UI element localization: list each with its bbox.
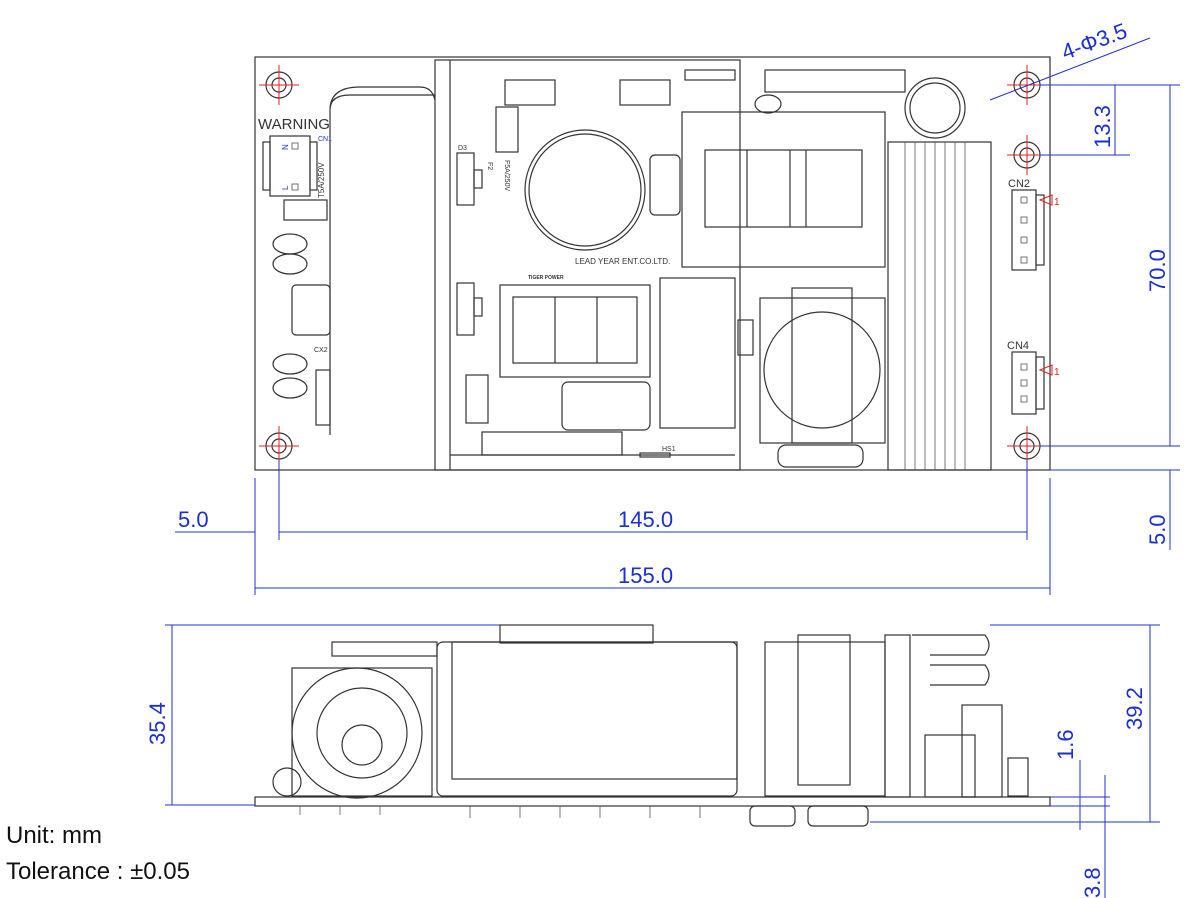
dim-70: 70.0 <box>1145 249 1170 292</box>
hole-dimension: 4-Φ3.5 <box>1058 18 1130 65</box>
maker-label: LEAD YEAR ENT.CO.LTD. <box>575 257 670 266</box>
side-view <box>254 624 1051 827</box>
bulk-capacitor <box>524 129 646 251</box>
unit-note: Unit: mm <box>6 822 102 849</box>
main-board-area <box>434 59 741 471</box>
cn4-label: CN4 <box>1007 340 1029 352</box>
warning-label: WARNING <box>258 116 330 133</box>
transformer-left <box>329 86 436 435</box>
cn2-label: CN2 <box>1008 178 1030 190</box>
cn1-label: CN1 <box>318 136 332 143</box>
fuse2-label: F5A/250V <box>503 160 510 191</box>
dim-5-right: 5.0 <box>1145 514 1170 545</box>
tiger-power-logo: TIGER POWER <box>528 275 564 281</box>
cn4-connector <box>1011 351 1037 415</box>
dim-13-3: 13.3 <box>1090 105 1115 148</box>
dim-1-6: 1.6 <box>1053 729 1078 760</box>
cn1-connector <box>269 135 311 197</box>
l-label: L <box>281 185 290 190</box>
side-dimensions: 35.4 39.2 1.6 3.8 <box>145 624 1160 898</box>
cn2-connector <box>1011 189 1037 271</box>
f2-label: F2 <box>486 162 493 170</box>
tolerance-note: Tolerance : ±0.05 <box>6 858 190 885</box>
top-dimensions: 4-Φ3.5 13.3 70.0 5.0 5.0 145.0 155.0 <box>175 18 1180 595</box>
top-view: WARNING CN1 N L T5A/250V CX2 D3 F2 F5A/2… <box>254 56 1060 471</box>
cn2-pin1-marker: 1 <box>1054 197 1060 208</box>
fuse1-label: T5A/250V <box>317 162 326 198</box>
hs1-label: HS1 <box>662 446 676 453</box>
inductor <box>659 277 736 429</box>
cx2-label: CX2 <box>314 347 328 354</box>
dim-5-left: 5.0 <box>178 507 209 532</box>
dim-35-4: 35.4 <box>145 702 170 745</box>
n-label: N <box>281 144 290 150</box>
heat-sink <box>887 141 992 471</box>
d3-label: D3 <box>458 145 467 152</box>
dim-155: 155.0 <box>618 563 673 588</box>
dim-3-8: 3.8 <box>1080 867 1105 898</box>
main-transformer <box>681 111 886 268</box>
cn4-pin1-marker: 1 <box>1054 367 1060 378</box>
dim-145: 145.0 <box>618 507 673 532</box>
side-pcb <box>254 796 1051 807</box>
dim-39-2: 39.2 <box>1122 687 1147 730</box>
